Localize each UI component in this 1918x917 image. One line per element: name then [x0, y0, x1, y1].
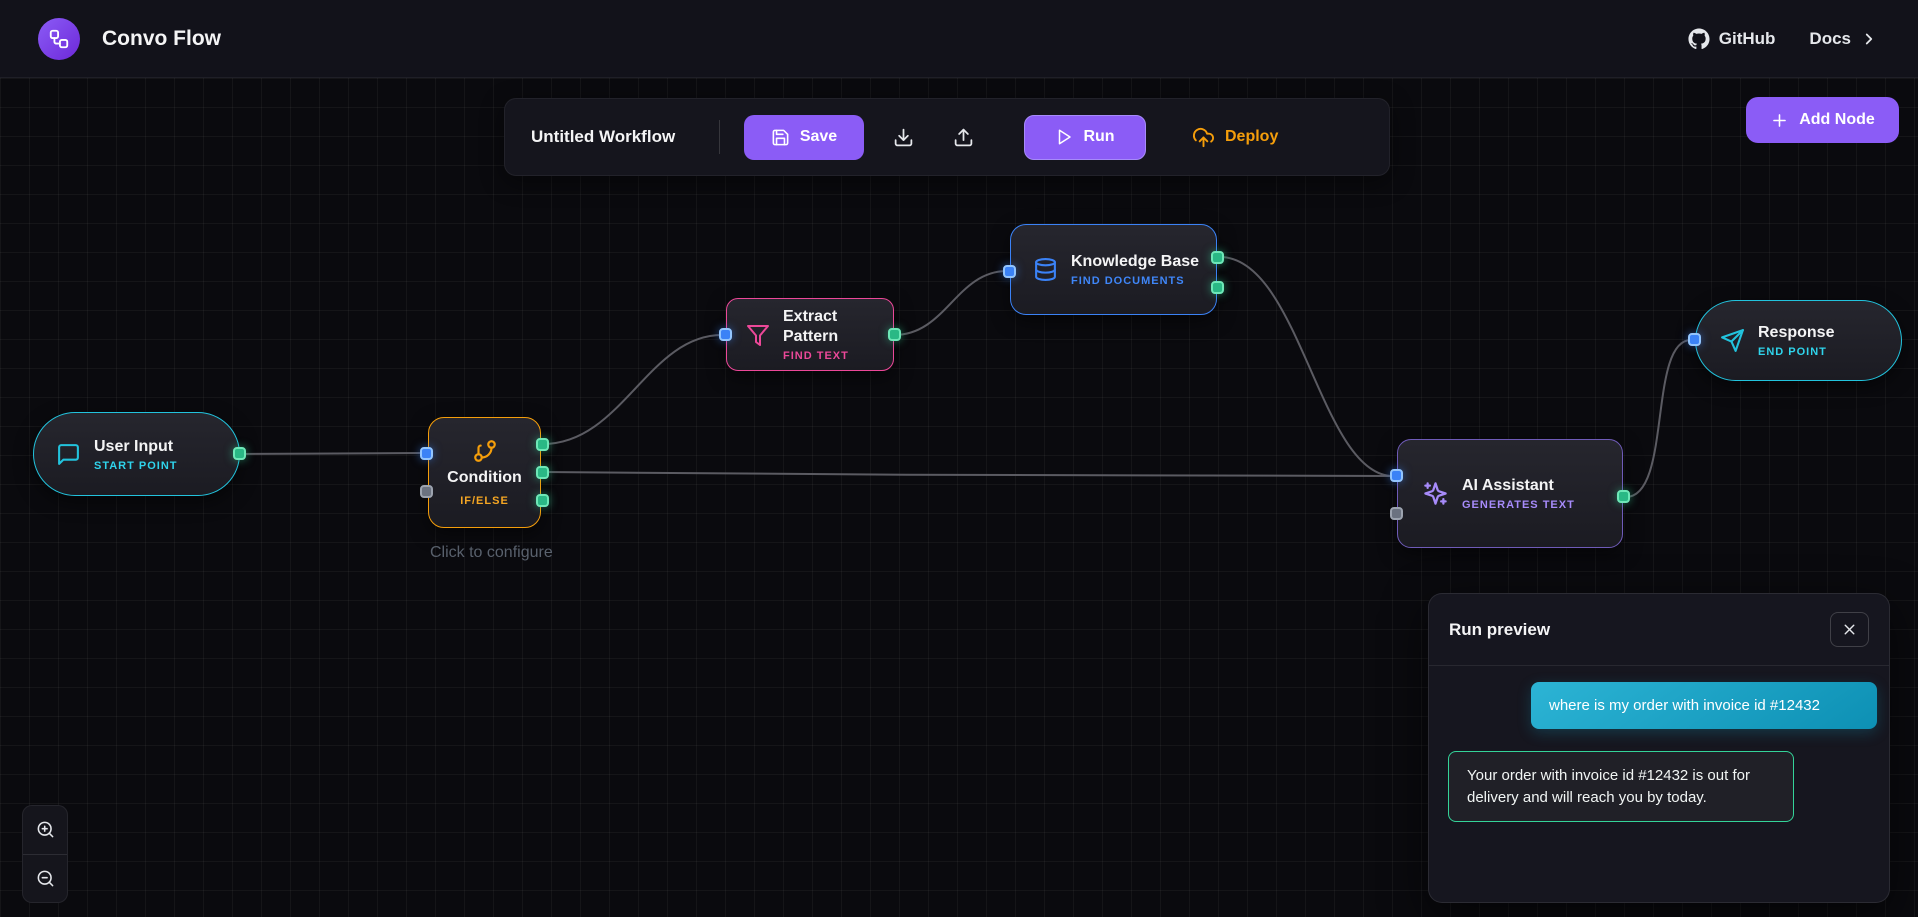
- handle-input[interactable]: [420, 447, 433, 460]
- edge-ai-response: [1625, 339, 1692, 498]
- assistant-message: Your order with invoice id #12432 is out…: [1448, 751, 1794, 822]
- sparkles-icon: [1422, 480, 1449, 507]
- deploy-label: Deploy: [1225, 128, 1279, 145]
- zoom-in-button[interactable]: [23, 806, 67, 855]
- zoom-out-button[interactable]: [23, 855, 67, 903]
- node-title: User Input: [94, 437, 174, 455]
- node-subtitle: IF/ELSE: [460, 495, 509, 507]
- handle-input[interactable]: [420, 485, 433, 498]
- configure-hint: Click to configure: [430, 544, 553, 561]
- edge-userinput-condition: [239, 452, 425, 455]
- save-icon: [771, 128, 790, 147]
- docs-label: Docs: [1809, 28, 1851, 48]
- docs-link[interactable]: Docs: [1809, 29, 1878, 49]
- handle-input[interactable]: [719, 328, 732, 341]
- node-title: AI Assistant: [1462, 477, 1554, 494]
- app-logo: [38, 17, 80, 60]
- upload-icon: [953, 127, 974, 148]
- node-knowledge-base[interactable]: Knowledge Base FIND DOCUMENTS: [1010, 224, 1217, 315]
- node-user-input[interactable]: User Input START POINT: [33, 412, 240, 496]
- close-button[interactable]: [1830, 612, 1869, 647]
- toolbar-divider: [719, 120, 720, 154]
- handle-output[interactable]: [1617, 490, 1630, 503]
- handle-input[interactable]: [1390, 469, 1403, 482]
- run-button[interactable]: Run: [1024, 114, 1146, 160]
- node-subtitle: FIND DOCUMENTS: [1071, 275, 1185, 287]
- node-title: Knowledge Base: [1071, 253, 1200, 270]
- node-subtitle: GENERATES TEXT: [1462, 499, 1575, 511]
- plus-icon: [1770, 111, 1789, 130]
- node-title: Condition: [447, 469, 522, 486]
- node-response[interactable]: Response END POINT: [1695, 300, 1902, 381]
- run-preview-header: Run preview: [1429, 594, 1889, 666]
- github-icon: [1688, 27, 1710, 50]
- flow-canvas[interactable]: Save Run Deploy Add: [0, 78, 1918, 917]
- edge-extract-kb: [893, 270, 1007, 336]
- close-icon: [1841, 621, 1858, 638]
- github-link[interactable]: GitHub: [1688, 27, 1776, 50]
- add-node-button[interactable]: Add Node: [1746, 97, 1899, 143]
- download-icon: [893, 127, 914, 148]
- handle-output[interactable]: [888, 328, 901, 341]
- handle-output[interactable]: [1211, 251, 1224, 264]
- save-label: Save: [799, 128, 838, 145]
- app-header: Convo Flow GitHub Docs: [0, 0, 1918, 78]
- node-condition[interactable]: Condition IF/ELSE: [428, 417, 541, 528]
- edge-condition-extract: [542, 334, 723, 445]
- chat-messages: where is my order with invoice id #12432…: [1429, 666, 1889, 902]
- github-label: GitHub: [1718, 28, 1776, 48]
- node-extract-pattern[interactable]: Extract Pattern FIND TEXT: [726, 298, 894, 371]
- node-subtitle: START POINT: [94, 459, 178, 472]
- git-branch-icon: [472, 438, 498, 464]
- upload-button[interactable]: [942, 115, 984, 160]
- chevron-right-icon: [1860, 30, 1878, 48]
- add-node-label: Add Node: [1799, 111, 1875, 128]
- node-subtitle: END POINT: [1758, 346, 1827, 358]
- workflow-icon: [48, 28, 70, 50]
- save-button[interactable]: Save: [744, 114, 864, 160]
- message-square-icon: [56, 442, 81, 467]
- edge-condition-ai: [542, 471, 1394, 477]
- send-icon: [1720, 328, 1745, 353]
- handle-output[interactable]: [1211, 281, 1224, 294]
- node-subtitle: FIND TEXT: [783, 350, 849, 362]
- user-message: where is my order with invoice id #12432: [1531, 682, 1877, 730]
- handle-input[interactable]: [1390, 507, 1403, 520]
- play-icon: [1055, 128, 1073, 146]
- download-button[interactable]: [882, 115, 924, 160]
- node-title: Extract Pattern: [783, 308, 839, 345]
- app-title: Convo Flow: [102, 26, 221, 50]
- handle-input[interactable]: [1003, 265, 1016, 278]
- edge-kb-ai: [1219, 256, 1394, 477]
- handle-output[interactable]: [536, 494, 549, 507]
- node-title: Response: [1758, 324, 1835, 341]
- run-label: Run: [1083, 128, 1115, 145]
- handle-output[interactable]: [233, 447, 246, 460]
- workflow-toolbar: Save Run Deploy: [504, 98, 1390, 176]
- zoom-out-icon: [36, 869, 55, 888]
- cloud-upload-icon: [1192, 126, 1215, 149]
- funnel-icon: [746, 323, 770, 347]
- database-icon: [1033, 257, 1058, 282]
- handle-output[interactable]: [536, 438, 549, 451]
- run-preview-title: Run preview: [1449, 619, 1551, 639]
- run-preview-panel: Run preview where is my order with invoi…: [1428, 593, 1890, 903]
- zoom-in-icon: [36, 820, 55, 839]
- zoom-controls: [22, 805, 68, 903]
- workflow-name-input[interactable]: [531, 127, 701, 147]
- handle-output[interactable]: [536, 466, 549, 479]
- deploy-button[interactable]: Deploy: [1182, 115, 1288, 160]
- handle-input[interactable]: [1688, 333, 1701, 346]
- node-ai-assistant[interactable]: AI Assistant GENERATES TEXT: [1397, 439, 1623, 548]
